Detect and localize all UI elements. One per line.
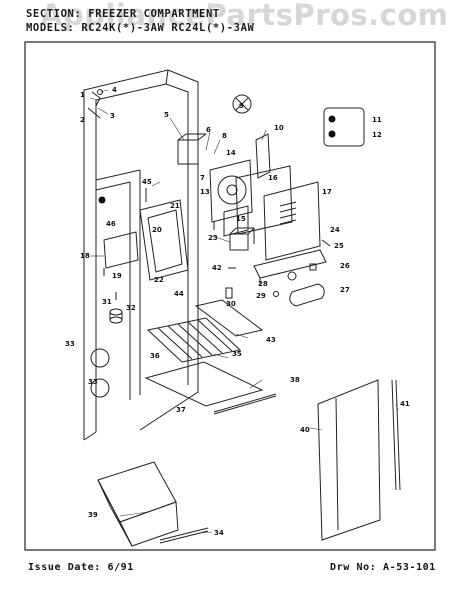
callout-45: 45 <box>142 178 152 186</box>
part-40-panel <box>317 379 381 541</box>
part-33-bubble-lower <box>90 378 110 398</box>
part-15-bracket <box>223 205 249 237</box>
part-38-rail <box>213 393 277 413</box>
callout-3: 3 <box>110 112 115 120</box>
part-24-control-bracket <box>253 249 327 284</box>
part-22-panel <box>139 199 189 281</box>
callout-14: 14 <box>226 149 236 157</box>
part-12-dot <box>328 130 336 138</box>
callout-33-upper: 33 <box>65 340 75 348</box>
part-27-cover <box>289 283 325 307</box>
callout-20: 20 <box>152 226 162 234</box>
callout-23: 23 <box>208 234 218 242</box>
callout-18: 18 <box>80 252 90 260</box>
callout-37: 37 <box>176 406 186 414</box>
callout-24: 24 <box>330 226 340 234</box>
cabinet-liner <box>83 69 199 441</box>
callout-8: 8 <box>222 132 227 140</box>
models-line: MODELS: RC24K(*)-3AW RC24L(*)-3AW <box>26 22 255 34</box>
callout-30: 30 <box>226 300 236 308</box>
callout-44: 44 <box>174 290 184 298</box>
part-26-clip <box>309 263 317 271</box>
callout-46: 46 <box>106 220 116 228</box>
callout-33-lower: 33 <box>88 378 98 386</box>
callout-29: 29 <box>256 292 266 300</box>
callout-10: 10 <box>274 124 284 132</box>
callout-17: 17 <box>322 188 332 196</box>
section-title: SECTION: FREEZER COMPARTMENT <box>26 8 220 20</box>
callout-40: 40 <box>300 426 310 434</box>
callout-13: 13 <box>200 188 210 196</box>
callout-32: 32 <box>126 304 136 312</box>
callout-4: 4 <box>112 86 117 94</box>
callout-15: 15 <box>236 215 246 223</box>
callout-34: 34 <box>214 529 224 537</box>
part-11-dot <box>328 115 336 123</box>
callout-11: 11 <box>372 116 382 124</box>
issue-date: Issue Date: 6/91 <box>28 562 134 573</box>
part-34-rail <box>159 527 209 541</box>
callout-22: 22 <box>154 276 164 284</box>
part-11-12-legend <box>323 107 365 147</box>
part-32-knob <box>109 292 123 324</box>
callout-43: 43 <box>266 336 276 344</box>
part-1-2-bracket <box>87 89 103 119</box>
callout-16: 16 <box>268 174 278 182</box>
callout-9: 9 <box>239 102 244 110</box>
part-30-fitting <box>225 287 233 299</box>
callout-19: 19 <box>112 272 122 280</box>
part-41-strip <box>391 379 401 491</box>
callout-1: 1 <box>80 91 85 99</box>
callout-39: 39 <box>88 511 98 519</box>
diagram-frame <box>24 41 436 551</box>
callout-21: 21 <box>170 202 180 210</box>
callout-2: 2 <box>80 116 85 124</box>
callout-7: 7 <box>200 174 205 182</box>
callout-5: 5 <box>164 111 169 119</box>
part-9-fan-blade <box>232 94 252 114</box>
callout-42: 42 <box>212 264 222 272</box>
part-10-bracket <box>255 133 271 179</box>
part-5-housing <box>177 133 207 165</box>
part-43-shelf <box>194 299 264 337</box>
part-13-fan-bracket <box>209 159 253 230</box>
callout-36: 36 <box>150 352 160 360</box>
part-29-screw <box>273 291 279 297</box>
watermark: AppliancePartsPros.com <box>40 0 449 32</box>
callout-25: 25 <box>334 242 344 250</box>
part-25-screw <box>321 239 331 247</box>
drawing-number: Drw No: A-53-101 <box>330 562 436 573</box>
callout-12: 12 <box>372 131 382 139</box>
callout-26: 26 <box>340 262 350 270</box>
callout-28: 28 <box>258 280 268 288</box>
callout-38: 38 <box>290 376 300 384</box>
part-19-frame <box>103 231 139 276</box>
part-35-wire-shelf <box>146 317 242 363</box>
part-16-cover <box>235 165 293 235</box>
part-39-bin <box>97 461 179 547</box>
part-37-glass-shelf <box>144 361 264 407</box>
callout-31: 31 <box>102 298 112 306</box>
part-33-bubble-upper <box>90 348 110 368</box>
callout-6: 6 <box>206 126 211 134</box>
part-17-rear-panel <box>263 181 321 261</box>
callout-41: 41 <box>400 400 410 408</box>
part-1-dot <box>98 196 106 204</box>
callout-35: 35 <box>232 350 242 358</box>
callout-27: 27 <box>340 286 350 294</box>
part-28-clip <box>287 271 297 281</box>
